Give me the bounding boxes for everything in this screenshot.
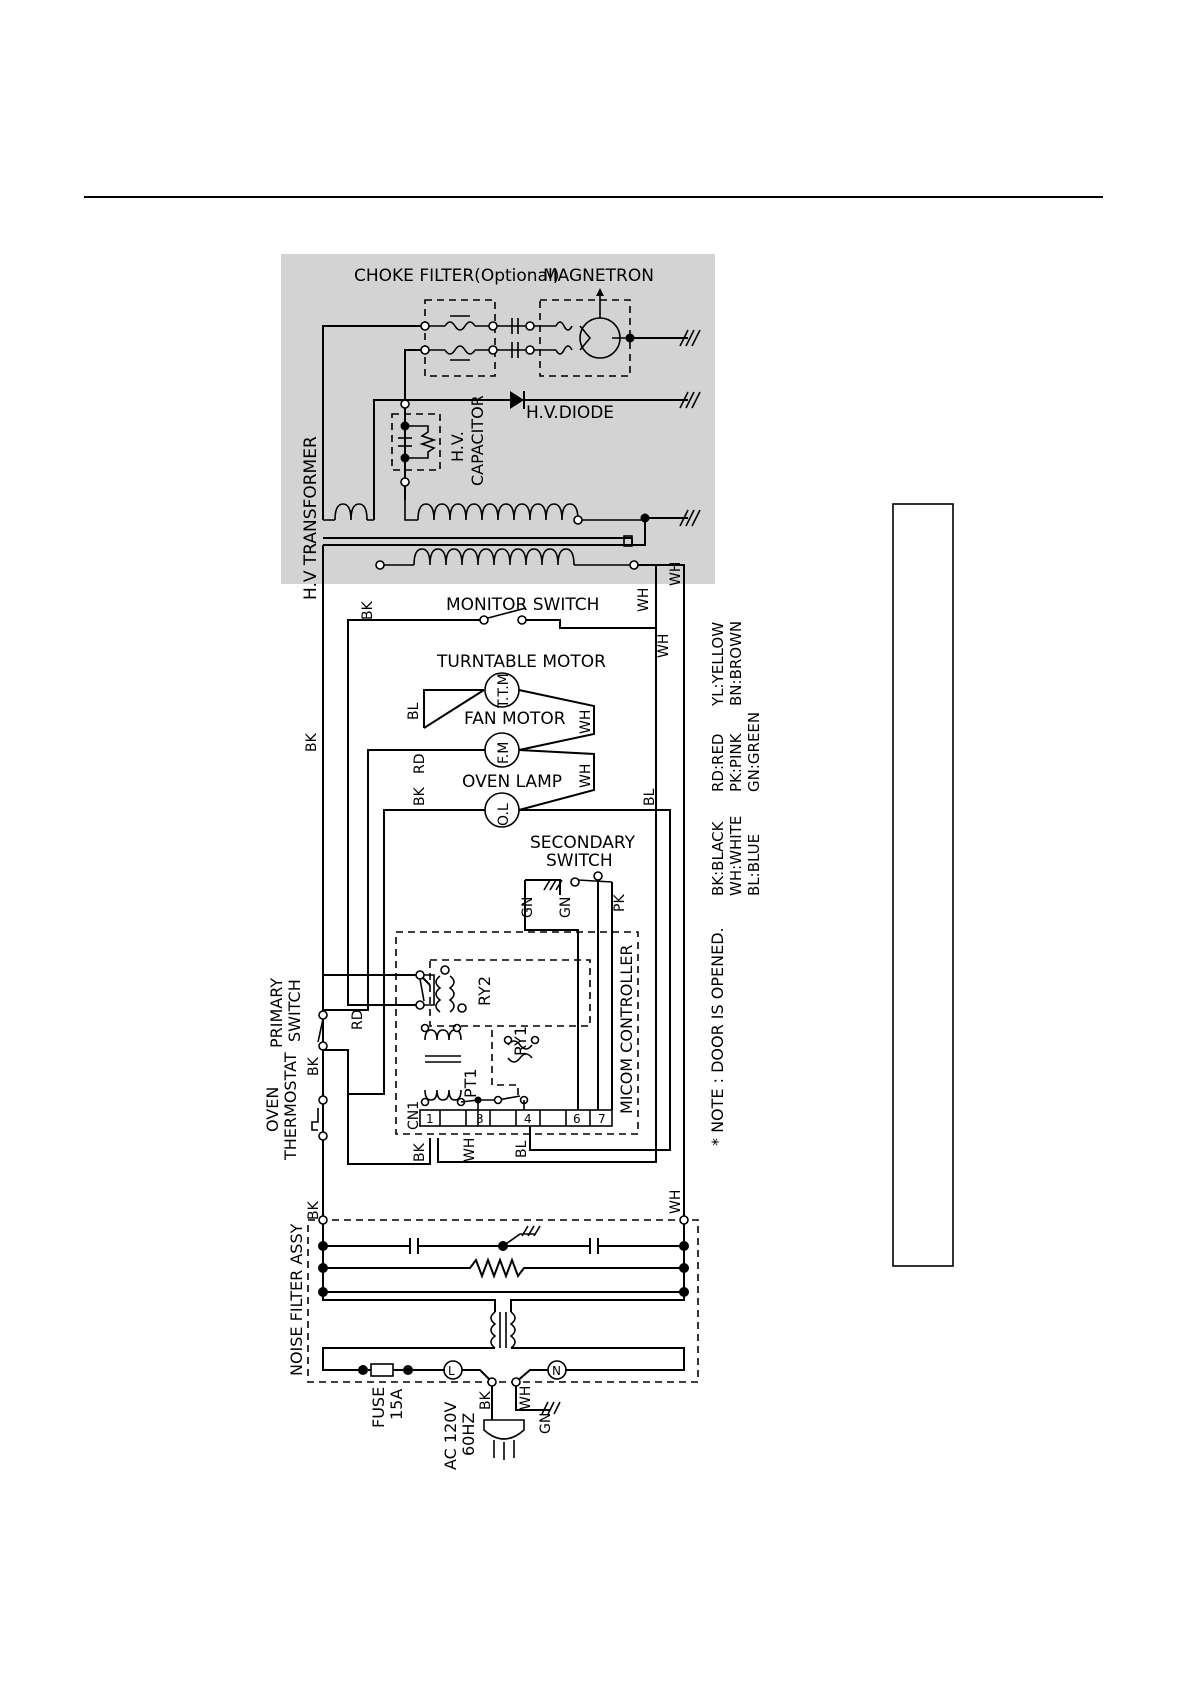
fuse-label-1: FUSE	[369, 1387, 388, 1428]
hv-capacitor-box	[391, 413, 441, 471]
primary-switch-label-1: PRIMARY	[267, 978, 286, 1048]
wire-color-legend: BK:BLACK WH:WHITE BL:BLUE RD:RED PK:PINK…	[709, 621, 763, 896]
l-mark: L	[448, 1364, 455, 1378]
hv-capacitor-label-1: H.V.	[448, 431, 467, 462]
wire-label-bk: BK	[306, 1200, 322, 1220]
wire-label-bk: BK	[360, 600, 376, 620]
cn1-pin-4: 4	[524, 1112, 532, 1126]
oven-thermostat-label-1: OVEN	[263, 1087, 282, 1132]
wire-label-wh: WH	[668, 1190, 684, 1214]
wire-label-wh: WH	[518, 1386, 534, 1410]
choke-filter-box	[424, 299, 496, 377]
wire-label-wh: WH	[578, 710, 594, 734]
choke-filter-label: CHOKE FILTER(Optional)	[354, 266, 559, 286]
wire-label-wh: WH	[668, 562, 684, 586]
door-note: * NOTE : DOOR IS OPENED.	[708, 927, 727, 1146]
side-panel-box	[892, 503, 954, 1267]
fan-motor-label: FAN MOTOR	[464, 709, 566, 729]
wire-label-wh: WH	[578, 764, 594, 788]
wire-label-rd: RD	[350, 1009, 366, 1030]
legend-wh: WH:WHITE	[727, 816, 745, 896]
wire-label-bl: BL	[514, 1140, 530, 1158]
wire-label-gn: GN	[538, 1413, 554, 1434]
wire-label-bl: BL	[406, 702, 422, 720]
ry2-inner-box	[429, 959, 591, 1027]
fm-label: F.M	[496, 742, 512, 764]
ground-icon	[679, 329, 701, 527]
ac-label-1: AC 120V	[441, 1402, 460, 1470]
legend-bl: BL:BLUE	[745, 834, 763, 896]
cn1-label: CN1	[406, 1101, 422, 1130]
secondary-switch-label-2: SWITCH	[546, 851, 613, 871]
oven-thermostat-label-2: THERMOSTAT	[281, 1052, 300, 1161]
micom-controller-box	[395, 931, 639, 1135]
ry2-label: RY2	[475, 976, 494, 1006]
wire-label-bl: BL	[642, 788, 658, 806]
cn1-pin-6: 6	[573, 1112, 581, 1126]
wire-label-gn: GN	[558, 897, 574, 918]
main-circuit-wires	[311, 545, 685, 1220]
noise-filter-box	[307, 1219, 699, 1383]
ry1-label: RY1	[511, 1026, 530, 1056]
fuse-label-2: 15A	[387, 1389, 406, 1420]
wire-label-bk: BK	[304, 732, 320, 752]
hv-section	[322, 288, 701, 570]
hv-transformer-label: H.V TRANSFORMER	[301, 436, 321, 600]
wire-label-bk: BK	[478, 1390, 494, 1410]
wire-label-bk: BK	[412, 786, 428, 806]
hv-capacitor-label-2: CAPACITOR	[468, 395, 487, 486]
wire-label-pk: PK	[612, 894, 628, 912]
legend-yl: YL:YELLOW	[709, 622, 727, 707]
cn1-pin-1: 1	[426, 1112, 434, 1126]
legend-bn: BN:BROWN	[727, 621, 745, 706]
primary-switch-label-2: SWITCH	[285, 979, 304, 1042]
hv-transformer-primary-coil	[375, 548, 639, 570]
cn1-connector	[419, 1109, 613, 1127]
noise-filter-circuit	[318, 1215, 689, 1387]
ttm-label: T.T.M	[496, 673, 512, 709]
wire-color-labels: BK WH WH WH BK BL WH RD WH BK BL GN GN P…	[304, 562, 684, 1434]
magnetron-label: MAGNETRON	[543, 266, 654, 286]
legend-bk: BK:BLACK	[709, 820, 727, 896]
hv-shaded-block	[281, 254, 715, 584]
wire-label-wh: WH	[462, 1138, 478, 1162]
noise-filter-assy-label: NOISE FILTER ASSY	[287, 1223, 306, 1376]
wire-label-gn: GN	[520, 897, 536, 918]
legend-pk: PK:PINK	[727, 732, 745, 792]
n-mark: N	[552, 1364, 561, 1378]
wire-label-rd: RD	[412, 753, 428, 774]
ac-label-2: 60HZ	[459, 1413, 478, 1456]
cn1-pin-7: 7	[598, 1112, 606, 1126]
turntable-motor-label: TURNTABLE MOTOR	[436, 652, 606, 672]
oven-lamp-label: OVEN LAMP	[462, 772, 562, 792]
ol-label: O.L	[496, 803, 512, 826]
pt1-label: PT1	[461, 1068, 480, 1098]
wire-label-wh: WH	[656, 634, 672, 658]
secondary-switch-label-1: SECONDARY	[530, 833, 636, 853]
wire-label-bk: BK	[412, 1142, 428, 1162]
micom-controller-label: MICOM CONTROLLER	[617, 945, 636, 1114]
hv-diode-label: H.V.DIODE	[526, 403, 614, 423]
legend-gn: GN:GREEN	[745, 712, 763, 792]
wire-label-wh: WH	[636, 588, 652, 612]
ac-plug-icon	[483, 1386, 561, 1460]
wire-label-bk: BK	[306, 1056, 322, 1076]
monitor-switch-label: MONITOR SWITCH	[446, 595, 599, 615]
cn1-pin-3: 3	[476, 1112, 484, 1126]
legend-rd: RD:RED	[709, 734, 727, 792]
magnetron-box	[539, 299, 631, 377]
